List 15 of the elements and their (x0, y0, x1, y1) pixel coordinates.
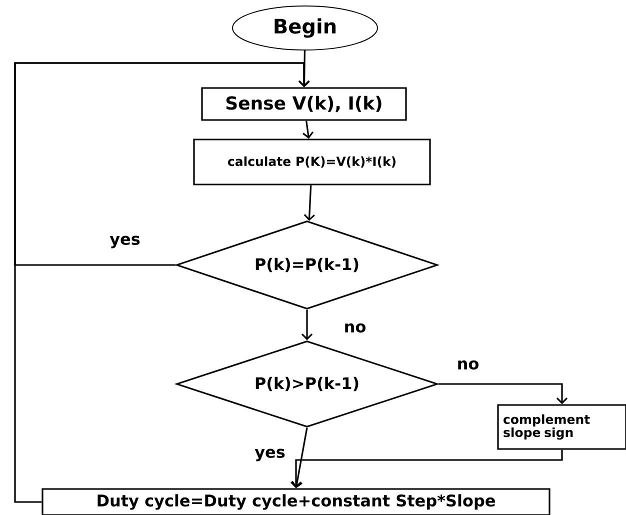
process-box: Duty cycle=Duty cycle+constant Step*Slope (42, 488, 550, 515)
process-box: Sense V(k), I(k) (201, 87, 407, 121)
edge-label: no (456, 359, 480, 371)
edge-label: yes (254, 448, 286, 462)
arrow (14, 62, 310, 503)
arrow (304, 185, 315, 221)
process-box: complement slope sign (497, 404, 626, 450)
edge-label: no (342, 322, 368, 334)
arrow (292, 428, 308, 488)
edge-label: yes (108, 234, 142, 250)
process-box: calculate P(K)=V(k)*I(k) (193, 138, 431, 186)
arrow (438, 383, 568, 404)
arrow (301, 310, 313, 340)
arrow (290, 450, 563, 488)
arrow (302, 120, 314, 139)
